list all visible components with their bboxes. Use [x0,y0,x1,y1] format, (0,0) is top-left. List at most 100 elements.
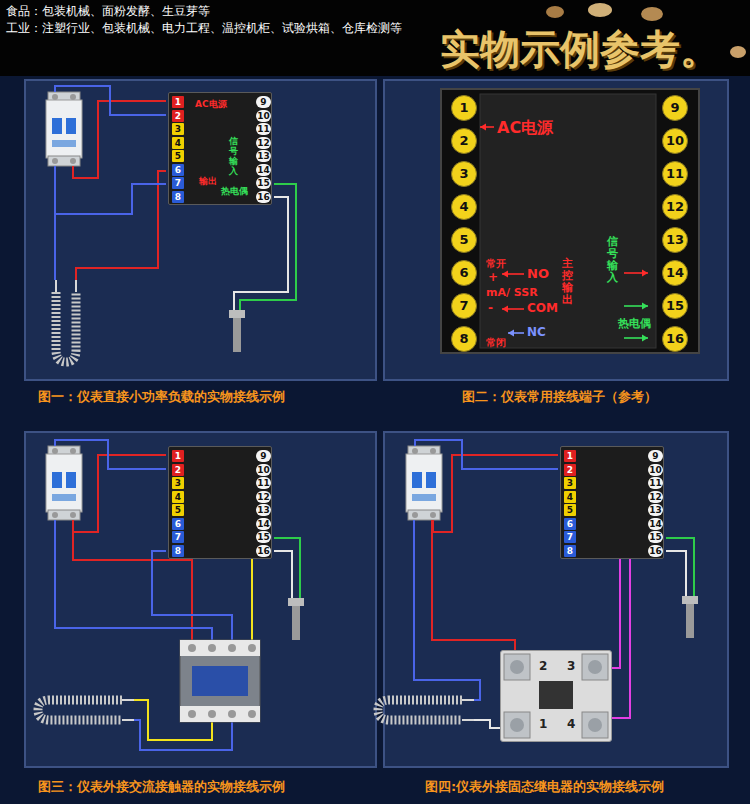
pointer-arrow [502,271,524,278]
terminal-number: 9 [256,450,271,462]
wire [55,86,166,115]
terminal-number: 11 [662,161,688,187]
pointer-arrow [502,271,508,278]
relay-terminal [582,712,608,738]
figure-caption: 图三：仪表外接交流接触器的实物接线示例 [38,778,285,796]
pointer-arrow [624,335,648,342]
relay-label-plate [539,681,573,709]
wire [55,86,694,750]
wire [433,455,558,532]
terminal-number: 16 [648,545,663,557]
pointer-arrow [480,124,486,131]
terminal-number: 15 [662,293,688,319]
bean-decoration [588,3,612,17]
terminal-number: 5 [452,228,476,252]
terminal-note: 热电偶 [221,185,248,198]
terminal-number: 9 [256,96,271,108]
ac-contactor [180,706,260,722]
terminal-number: 7 [172,531,184,543]
pointer-arrow [624,270,648,277]
pointer-arrow [502,306,524,313]
terminal-number: 10 [662,128,688,154]
relay-terminal [504,654,530,680]
terminal-number: 10 [663,129,687,153]
thermocouple-probe [686,604,694,638]
bean-decoration [641,7,663,21]
terminal-note: AC电源 [497,118,553,139]
pointer-arrow [508,330,514,337]
terminal-number: 2 [172,464,184,476]
wire [666,551,686,596]
relay-terminal [504,712,530,738]
page-title: 实物示例参考。 [440,22,720,77]
terminal-number: 13 [256,504,271,516]
terminal-number: 12 [256,491,271,503]
panel-frame [25,80,728,767]
wire [76,171,166,280]
wire [54,166,56,280]
terminal-number: 12 [256,137,271,149]
solid-state-relay: 2314 [500,650,612,742]
wire [474,720,500,728]
pointer-arrow [642,303,648,310]
terminal-number: 15 [648,531,663,543]
wire [73,101,166,178]
usage-note: 工业：注塑行业、包装机械、电力工程、温控机柜、试验烘箱、仓库检测等 [6,20,402,37]
terminal-note: 输出 [199,175,217,188]
terminal-number: 13 [256,150,271,162]
terminal-number: 7 [452,294,476,318]
panel-frame [384,80,728,380]
ac-contactor [248,644,256,652]
terminal-number: 1 [451,95,477,121]
pointer-arrow [624,303,648,310]
pointer-arrow [642,335,648,342]
terminal-number: 4 [452,195,476,219]
terminal-number: 14 [256,164,271,176]
terminal-note: + [488,270,498,284]
terminal-number: 11 [663,162,687,186]
pointer-arrow [480,124,494,131]
terminal-screw [510,660,524,674]
terminal-number: 9 [662,95,688,121]
terminal-number: 12 [663,195,687,219]
terminal-number: 6 [564,518,576,530]
terminal-number: 6 [172,164,184,176]
wire [73,455,166,532]
thermocouple-probe [233,318,241,352]
terminal-number: 14 [663,261,687,285]
terminal-number: 13 [663,228,687,252]
heater-coil [122,700,134,720]
wire [415,440,558,469]
figure-caption: 图二：仪表常用接线端子（参考） [462,388,657,406]
terminal-number: 1 [564,450,576,462]
relay-body [501,651,611,741]
wire [274,551,292,598]
wire [73,520,192,640]
terminal-number: 4 [451,194,477,220]
figure-caption: 图一：仪表直接小功率负载的实物接线示例 [38,388,285,406]
figure-caption: 图四:仪表外接固态继电器的实物接线示例 [425,778,664,796]
terminal-number: 12 [662,194,688,220]
terminal-number: 16 [663,327,687,351]
wire [55,440,166,469]
thermocouple-probe [292,606,300,640]
terminal-number: 2 [564,464,576,476]
terminal-number: 1 [172,96,184,108]
terminal-number: 11 [648,477,663,489]
thermocouple-probe [682,596,698,604]
terminal-number: 4 [172,137,184,149]
terminal-note: 主控输出 [562,258,573,306]
ac-contactor [180,640,260,722]
terminal-number: 3 [567,659,575,673]
heater-coil [56,280,76,292]
terminal-screw [588,718,602,732]
terminal-number: 4 [564,491,576,503]
terminal-number: 15 [256,531,271,543]
terminal-number: 12 [648,491,663,503]
wire [666,538,694,596]
terminal-number: 2 [452,129,476,153]
terminal-note: COM [527,301,558,315]
temperature-controller: 12345678910111213141516 [168,446,272,559]
